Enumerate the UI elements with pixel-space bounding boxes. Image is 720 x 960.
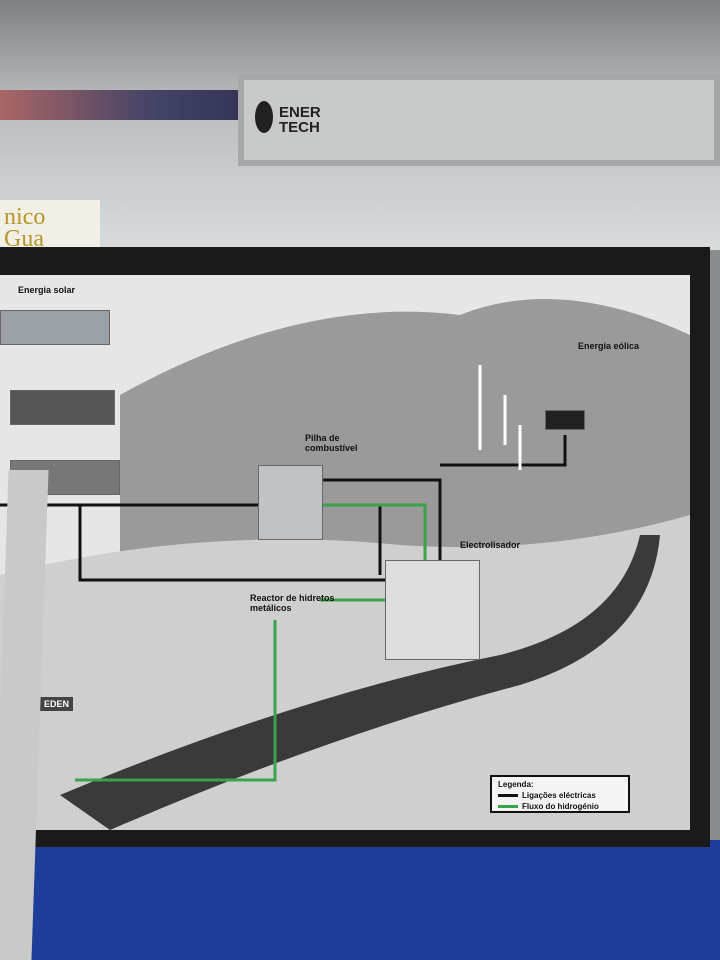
- wind-turbines: [478, 365, 522, 470]
- wind-terminal: [545, 410, 585, 430]
- booth-header: [238, 74, 720, 166]
- logo-line-2: TECH: [279, 119, 320, 136]
- logo-line-1: ENER: [279, 104, 321, 121]
- fuel-cell-device: [258, 465, 323, 540]
- legend: Legenda: Ligações eléctricas Fluxo do hi…: [490, 775, 630, 813]
- solar-panel: [10, 390, 115, 425]
- legend-electric: Ligações eléctricas: [522, 791, 596, 800]
- label-building: EDEN: [40, 697, 74, 711]
- label-wind: Energia eólica: [578, 341, 640, 351]
- electric-line: [320, 478, 442, 560]
- legend-swatch-electric: [498, 794, 518, 797]
- label-fuel-cell: Pilha de combustível: [305, 433, 358, 453]
- blue-carpet-floor: [0, 840, 720, 960]
- label-electrolyser: Electrolisador: [460, 540, 521, 550]
- legend-hydrogen: Fluxo do hidrogénio: [522, 802, 599, 811]
- solar-panel: [0, 310, 110, 345]
- landscape-illustration: [0, 299, 690, 830]
- label-solar: Energia solar: [18, 285, 76, 295]
- electrolyser-device: [385, 560, 480, 660]
- sign-line-1: nico: [4, 204, 46, 230]
- leaf-drop-icon: [255, 101, 273, 133]
- electric-line: [78, 505, 385, 582]
- label-reactor: Reactor de hidretos metálicos: [250, 593, 335, 613]
- hydrogen-line: [75, 620, 277, 782]
- energy-diagram-panel: Energia solar Energia eólica Pilha de co…: [0, 275, 690, 830]
- electric-line: [440, 435, 567, 467]
- legend-title: Legenda:: [498, 780, 534, 789]
- ceiling-duct: [0, 90, 250, 120]
- road: [60, 535, 660, 830]
- legend-swatch-hydrogen: [498, 805, 518, 808]
- hydrogen-line: [320, 503, 427, 560]
